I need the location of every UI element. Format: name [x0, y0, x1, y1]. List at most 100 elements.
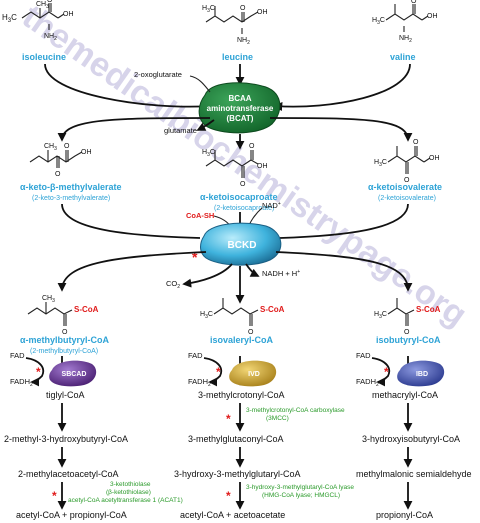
- glutamate-label: glutamate: [164, 126, 197, 135]
- svg-text:O: O: [64, 143, 70, 150]
- bcat-label-line1: BCAA: [228, 94, 251, 103]
- valine-structure: H3C O OH NH2: [372, 0, 438, 44]
- valine-label: valine: [390, 52, 416, 62]
- middle-products-label: acetyl-CoA + acetoacetate: [180, 510, 285, 520]
- svg-text:CH3: CH3: [42, 295, 55, 304]
- svg-text:O: O: [240, 181, 246, 188]
- ketoisocaproate-label: α-ketoisocaproate: [200, 192, 278, 202]
- ibd-label: IBD: [416, 371, 428, 378]
- svg-text:O: O: [55, 171, 61, 178]
- bckd-to-left-acyl-arrow: [57, 251, 207, 292]
- hmgcl-label: 3-hydroxy-3-methylglutaryl-CoA lyase: [246, 484, 354, 491]
- hydroxyisobutyryl-coa-label: 3-hydroxyisobutyryl-CoA: [362, 434, 460, 444]
- mcc-deficiency-marker: *: [226, 412, 231, 426]
- ivd-enzyme-shape: [229, 360, 277, 387]
- fad-right: FAD: [356, 351, 371, 360]
- svg-text:H3C: H3C: [374, 159, 387, 168]
- isobutyryl-coa-structure: H3C O S-CoA: [374, 298, 441, 336]
- methyl-label: CH3: [36, 1, 49, 10]
- ketothiolase-alt-label: (β-ketothiolase): [106, 489, 151, 496]
- methylglutaconyl-coa-label: 3-methylglutaconyl-CoA: [188, 434, 284, 444]
- oxoglutarate-label: 2-oxoglutarate: [134, 70, 182, 79]
- svg-text:NH2: NH2: [399, 35, 412, 44]
- ketoisovalerate-structure: H3C O O OH: [374, 139, 440, 184]
- svg-text:O: O: [62, 329, 68, 336]
- bcat-label-line2: aminotransferase: [207, 104, 274, 113]
- svg-text:O: O: [240, 5, 246, 12]
- methylmalonic-semialdehyde-label: methylmalonic semialdehyde: [356, 469, 472, 479]
- methylbutyryl-coa-structure: CH3 O S-CoA: [27, 295, 99, 336]
- keto-methylvalerate-structure: CH3 O O OH: [29, 143, 92, 178]
- ketoisovalerate-alt-label: (2-ketoisovalerate): [378, 195, 436, 202]
- bcat-to-left-keto-arrow: [57, 117, 211, 142]
- svg-text:H3C: H3C: [2, 13, 17, 24]
- nadh-label: NADH + H+: [262, 269, 300, 278]
- sbcad-enzyme-shape: [49, 360, 97, 387]
- svg-text:O: O: [413, 139, 419, 146]
- svg-text:O: O: [404, 177, 410, 184]
- svg-text:OH: OH: [429, 155, 440, 162]
- svg-text:OH: OH: [427, 13, 438, 20]
- isoleucine-label: isoleucine: [22, 52, 66, 62]
- bckd-to-right-acyl-arrow: [275, 251, 413, 292]
- co2-label: CO2: [166, 279, 180, 290]
- bcat-to-right-keto-arrow: [269, 117, 413, 142]
- svg-text:O: O: [248, 329, 254, 336]
- svg-text:OH: OH: [257, 9, 268, 16]
- svg-text:O: O: [411, 0, 417, 5]
- coa-sh-label: CoA-SH: [186, 211, 214, 220]
- nad-label: NAD+: [262, 201, 281, 210]
- svg-text:H3C: H3C: [202, 5, 215, 14]
- isoleucine-structure: H3C CH3 O OH NH2: [2, 0, 74, 42]
- ketoisovalerate-label: α-ketoisovalerate: [368, 182, 442, 192]
- isoleucine-to-bcat-arrow: [44, 63, 212, 111]
- s-coa-middle: S-CoA: [260, 305, 285, 314]
- valine-to-bcat-arrow: [273, 63, 411, 112]
- svg-text:OH: OH: [257, 163, 268, 170]
- mcc-alt-label: (3MCC): [266, 415, 289, 422]
- hmgcl-alt-label: (HMG-CoA lyase; HMGCL): [262, 492, 340, 499]
- fad-left: FAD: [10, 351, 25, 360]
- ibd-enzyme-shape: [397, 360, 445, 387]
- bckd-label: BCKD: [228, 240, 257, 251]
- svg-text:OH: OH: [63, 11, 74, 18]
- svg-text:NH2: NH2: [237, 37, 250, 46]
- fad-middle: FAD: [188, 351, 203, 360]
- s-coa-left: S-CoA: [74, 305, 99, 314]
- methacrylyl-coa-label: methacrylyl-CoA: [372, 390, 438, 400]
- s-coa-right: S-CoA: [416, 305, 441, 314]
- mcc-label: 3-methylcrotonyl-CoA carboxylase: [246, 407, 345, 414]
- hmgcl-deficiency-marker: *: [226, 489, 231, 503]
- ivd-label: IVD: [248, 371, 260, 378]
- sbcad-deficiency-marker: *: [36, 365, 41, 379]
- svg-text:O: O: [404, 329, 410, 336]
- hmg-coa-label: 3-hydroxy-3-methylglutaryl-CoA: [174, 469, 301, 479]
- right-product-label: propionyl-CoA: [376, 510, 433, 520]
- ketoisocaproate-structure: H3C O O OH: [202, 143, 268, 188]
- bckd-deficiency-marker: *: [192, 249, 198, 265]
- left-products-label: acetyl-CoA + propionyl-CoA: [16, 510, 127, 520]
- svg-text:NH2: NH2: [44, 33, 57, 42]
- fadh2-right: FADH2: [356, 377, 379, 388]
- ketothiolase-label: 3-ketothiolase: [110, 481, 151, 488]
- bcat-enzyme-shape: [198, 82, 281, 134]
- sbcad-label: SBCAD: [62, 371, 87, 378]
- svg-text:O: O: [249, 143, 255, 150]
- fadh2-middle: FADH2: [188, 377, 211, 388]
- fadh2-left: FADH2: [10, 377, 33, 388]
- svg-text:OH: OH: [81, 149, 92, 156]
- ibd-deficiency-marker: *: [384, 365, 389, 379]
- acat1-label: acetyl-CoA acetyltransferase 1 (ACAT1): [68, 497, 183, 504]
- acat1-deficiency-marker: *: [52, 489, 57, 503]
- bcat-label-line3: (BCAT): [227, 114, 254, 123]
- ivd-deficiency-marker: *: [216, 365, 221, 379]
- svg-text:CH3: CH3: [44, 143, 57, 152]
- svg-text:O: O: [47, 0, 53, 4]
- methylacetoacetyl-coa-label: 2-methylacetoacetyl-CoA: [18, 469, 119, 479]
- methylbutyryl-coa-label: α-methylbutyryl-CoA: [20, 335, 110, 345]
- svg-text:H3C: H3C: [374, 311, 387, 320]
- left-keto-to-bckd-arrow: [61, 203, 201, 239]
- methylbutyryl-coa-alt-label: (2-methylbutyryl-CoA): [30, 348, 98, 355]
- tiglyl-coa-label: tiglyl-CoA: [46, 390, 85, 400]
